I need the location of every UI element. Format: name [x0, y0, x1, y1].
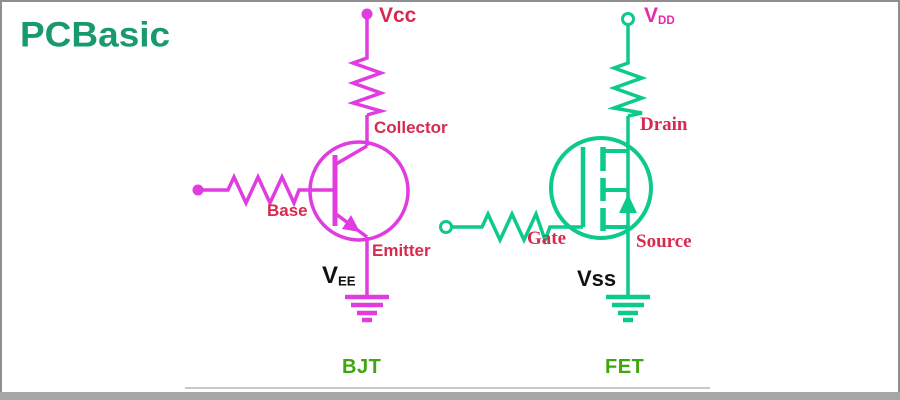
frame-border-top — [0, 0, 900, 2]
source-label: Source — [636, 231, 692, 252]
frame-border-right — [898, 0, 900, 400]
fet-ground-symbol — [606, 294, 650, 323]
vee-label: VEE — [322, 262, 356, 289]
drain-label: Drain — [640, 114, 688, 135]
bjt-caption: BJT — [342, 356, 382, 378]
frame-border-left — [0, 0, 2, 400]
fet-caption: FET — [605, 356, 645, 378]
vdd-subscript: DD — [658, 15, 675, 28]
bottom-border-bar — [0, 392, 900, 400]
collector-label: Collector — [374, 118, 448, 137]
vee-main: V — [322, 262, 339, 289]
fet-gate-resistor — [478, 209, 553, 246]
fet-vdd-terminal-circle — [621, 12, 635, 26]
emitter-label: Emitter — [372, 241, 431, 260]
bjt-emitter-arrow — [342, 215, 360, 232]
vdd-label: VDD — [644, 4, 675, 28]
fet-circuit — [439, 12, 653, 323]
fet-gate-terminal-circle — [439, 220, 453, 234]
bjt-collector-diagonal — [335, 144, 368, 166]
fet-body-arrow — [619, 194, 637, 213]
base-label: Base — [267, 201, 308, 220]
vcc-label: Vcc — [379, 4, 417, 27]
fet-drain-resistor — [607, 60, 648, 118]
bjt-ground-symbol — [345, 294, 389, 323]
bjt-vcc-terminal-dot — [361, 8, 373, 20]
bjt-collector-resistor — [347, 55, 388, 117]
gate-label: Gate — [527, 228, 567, 249]
bjt-base-terminal-dot — [192, 184, 204, 196]
fet-body-circle — [549, 136, 653, 240]
pcbasic-logo: PCBasic — [20, 14, 171, 55]
bjt-circuit — [192, 8, 410, 323]
vee-subscript: EE — [338, 273, 356, 289]
divider-line — [185, 387, 710, 389]
vdd-main: V — [644, 4, 659, 27]
bjt-base-resistor — [224, 172, 302, 208]
vss-label: Vss — [577, 266, 617, 291]
